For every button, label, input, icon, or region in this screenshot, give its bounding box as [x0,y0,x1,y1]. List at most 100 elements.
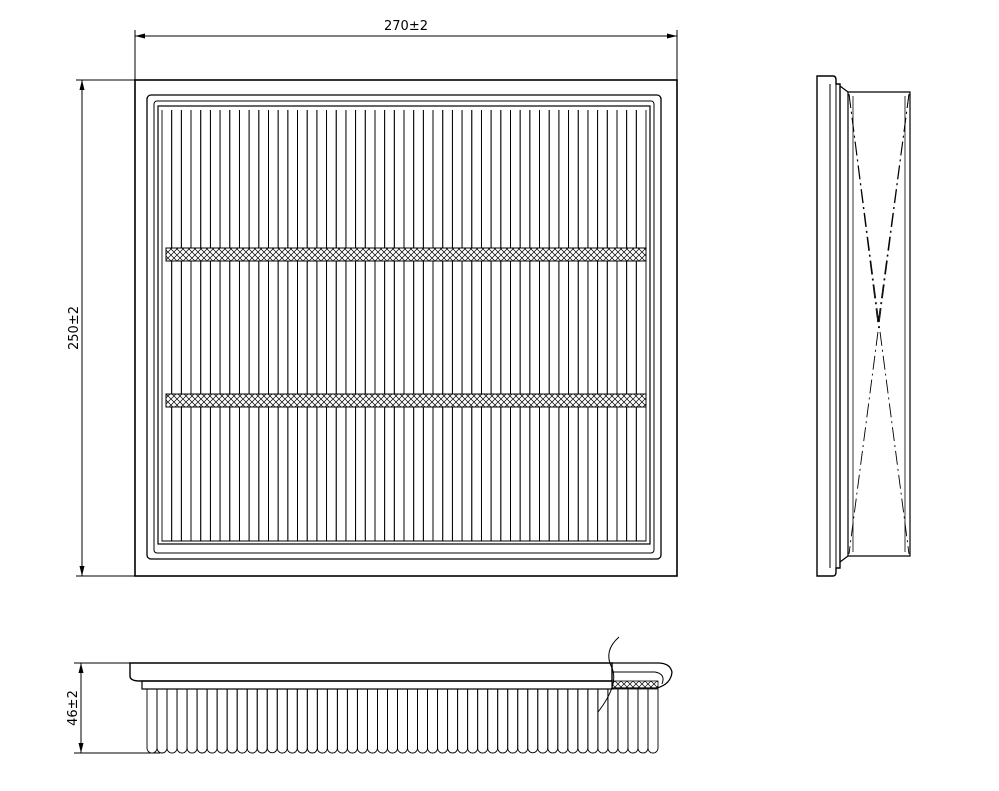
bottom-view-base-plate [141,680,613,690]
depth-dimension-label: 46±2 [66,690,81,726]
side-view-frame [816,75,841,577]
height-dimension-label: 250±2 [67,306,82,350]
front-pleat [190,110,202,542]
front-pleat [268,110,279,542]
bottom-pleat [356,689,368,754]
front-pleat [577,110,589,542]
bottom-pleat [647,689,659,754]
front-pleat [355,110,366,542]
bottom-pleat [617,689,629,754]
bottom-view-seal-profile [612,662,673,689]
bottom-pleat [547,689,559,754]
front-pleat [180,110,192,542]
front-pleat [306,110,318,542]
front-pleat [519,110,531,542]
front-view [134,79,678,577]
support-strip-upper [165,247,647,262]
bottom-view-pleats [146,689,659,754]
front-pleat [587,110,599,542]
front-pleat [277,110,289,542]
bottom-view-mesh-strip [611,680,659,690]
front-pleat [480,110,492,542]
bottom-pleat [637,689,649,754]
bottom-pleat [537,689,549,754]
bottom-pleat [306,689,318,754]
front-pleat [471,110,482,542]
width-dimension: 270±2 [134,19,678,80]
front-pleat [539,110,550,542]
side-view [816,75,911,577]
bottom-pleat [166,689,178,754]
bottom-pleat [216,689,228,754]
front-pleat [229,110,240,542]
bottom-pleat [507,689,519,754]
bottom-pleat [146,689,158,754]
front-pleat [461,110,473,542]
bottom-pleat [377,689,388,754]
front-view-seal-outer [146,94,662,560]
bottom-view: 46±2 [66,636,673,754]
bottom-pleat [196,689,208,754]
bottom-pleat [286,689,298,754]
bottom-pleat [246,689,258,754]
side-view-media-body [839,85,911,563]
bottom-pleat [417,689,428,754]
front-pleat [510,110,521,542]
front-pleat [297,110,308,542]
section-break-line [597,636,620,713]
bottom-pleat [346,689,358,754]
bottom-pleat [477,689,489,754]
front-pleat [422,110,434,542]
front-pleat [219,110,231,542]
front-pleat [529,110,540,542]
front-pleat [171,110,182,542]
front-pleat [500,110,511,542]
bottom-pleat [256,689,268,754]
front-pleat [287,110,298,542]
depth-dimension: 46±2 [66,662,160,754]
bottom-pleat [577,689,589,754]
bottom-pleat [206,689,218,754]
front-pleat [335,110,347,542]
front-pleat [393,110,405,542]
side-view-pleat-diagonals [848,93,910,555]
bottom-pleat [627,689,639,754]
front-pleat [626,110,637,542]
bottom-pleat [607,689,619,754]
bottom-view-frame [129,662,613,682]
bottom-pleat [487,689,499,754]
front-pleat [258,110,269,542]
front-pleat [374,110,386,542]
width-dimension-label: 270±2 [384,19,428,34]
bottom-pleat [276,689,288,754]
front-pleat [597,110,608,542]
front-pleat [403,110,415,542]
bottom-pleat [457,689,469,754]
bottom-pleat [427,689,439,754]
bottom-pleat [567,689,579,754]
support-strip-lower [165,393,647,408]
bottom-pleat [407,689,418,754]
bottom-pleat [366,689,378,754]
front-pleat [200,110,211,542]
bottom-pleat [527,689,539,754]
front-pleat [316,110,328,542]
front-pleat [413,110,424,542]
bottom-pleat [437,689,449,754]
front-pleat [161,110,173,542]
bottom-pleat [397,689,408,754]
front-pleat [384,110,395,542]
front-pleat [432,110,444,542]
bottom-pleat [387,689,398,754]
bottom-pleat [447,689,459,754]
front-view-outer-frame [134,79,678,577]
bottom-pleat [597,689,609,754]
front-pleat [209,110,221,542]
front-pleat [635,110,647,542]
height-dimension: 250±2 [67,79,135,577]
bottom-pleat [517,689,529,754]
bottom-pleat [236,689,248,754]
bottom-pleat [296,689,308,754]
front-pleat [442,110,453,542]
